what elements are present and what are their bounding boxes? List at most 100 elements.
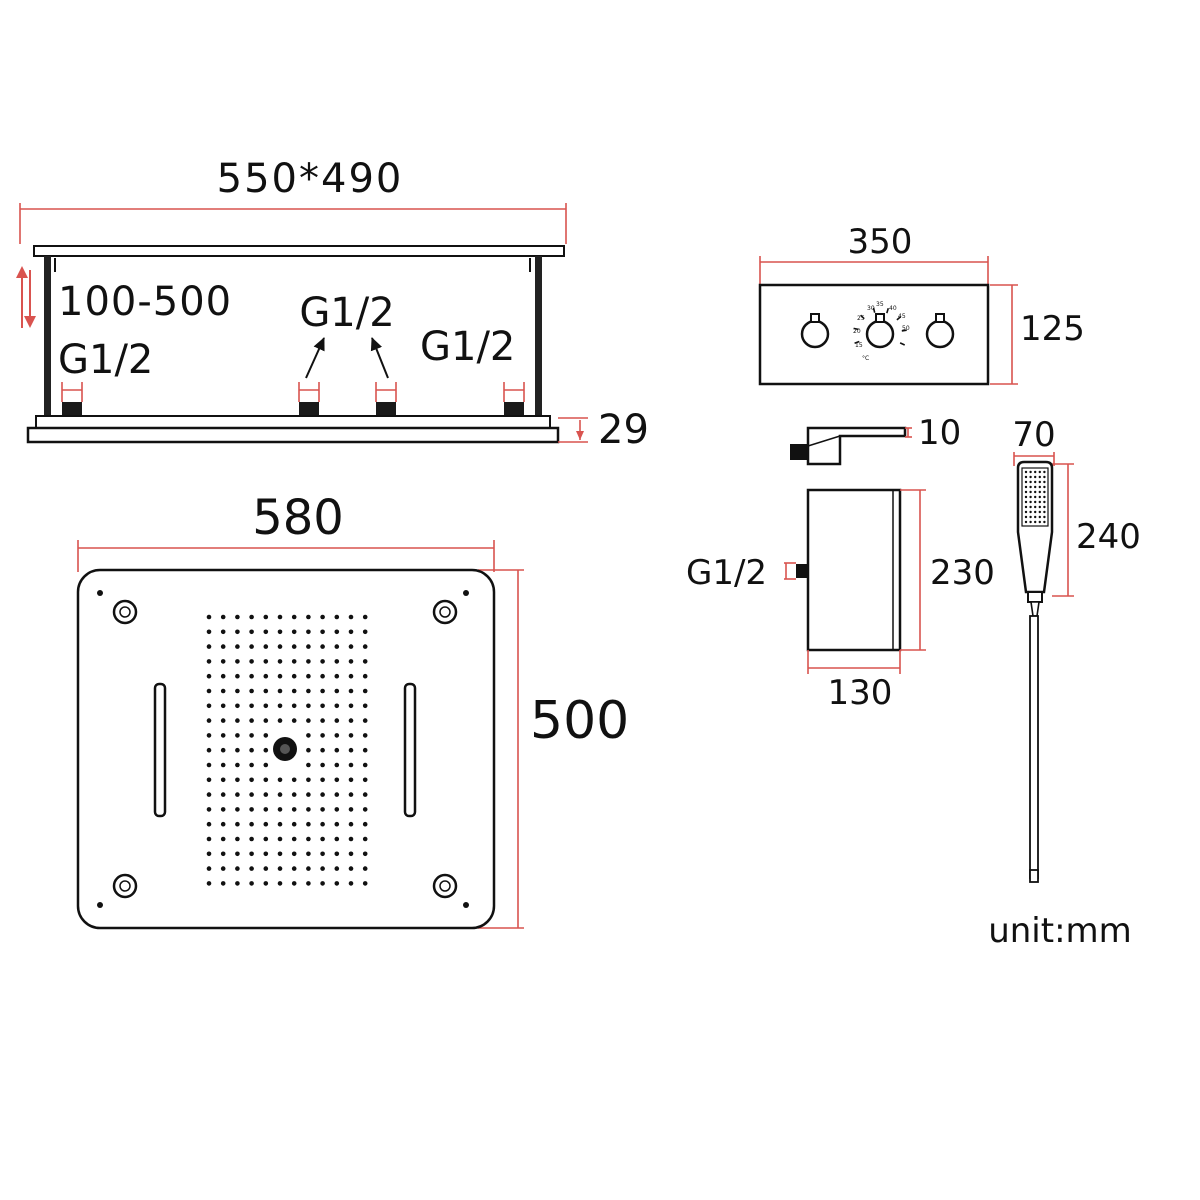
spray-hole <box>348 659 354 664</box>
pointer-arrow-icon <box>305 337 325 379</box>
spray-hole <box>291 866 297 871</box>
spray-hole <box>362 688 368 694</box>
spray-hole <box>1024 510 1028 514</box>
spray-hole <box>277 703 283 709</box>
rain-spray-holes <box>206 614 368 886</box>
spray-hole <box>1038 475 1042 479</box>
valve-inlet-connector <box>796 564 808 578</box>
plate-height-dimension <box>990 284 1018 385</box>
valve-inlet-dimension <box>784 562 796 580</box>
spray-hole <box>320 659 325 664</box>
spray-hole <box>306 851 311 857</box>
hand-shower-spray-holes <box>1024 470 1046 524</box>
spray-hole <box>362 659 368 664</box>
spray-hole <box>362 836 368 842</box>
diverter-knob-right-icon <box>925 313 955 349</box>
spray-hole <box>362 821 368 827</box>
spray-hole <box>263 881 269 886</box>
spray-hole <box>306 718 311 723</box>
spray-hole <box>306 659 311 664</box>
spray-hole <box>334 644 340 649</box>
shower-head-side-body <box>35 415 551 429</box>
spray-hole <box>362 733 368 738</box>
valve-width-label: 130 <box>828 673 893 713</box>
spray-hole <box>206 733 212 738</box>
spray-hole <box>306 644 311 649</box>
spray-hole <box>1043 500 1046 504</box>
spray-hole <box>1029 475 1032 479</box>
inlet-right-label: G1/2 <box>420 324 515 370</box>
spray-hole <box>206 777 212 783</box>
spray-hole <box>263 688 269 694</box>
spray-hole <box>291 614 297 620</box>
height-range-label: 100-500 <box>58 279 232 325</box>
spray-hole <box>263 718 269 723</box>
hand-shower-width-label: 70 <box>1012 415 1055 455</box>
spray-hole <box>220 851 226 857</box>
spray-hole <box>362 792 368 797</box>
spray-hole <box>334 747 340 753</box>
spray-hole <box>1034 480 1037 484</box>
spray-hole <box>334 718 340 723</box>
spray-hole <box>1029 520 1032 524</box>
spray-hole <box>220 792 226 797</box>
spray-hole <box>235 644 240 649</box>
spray-hole <box>235 659 240 664</box>
spray-hole <box>263 807 269 812</box>
spray-hole <box>235 747 240 753</box>
spray-hole <box>263 866 269 871</box>
spray-hole <box>291 777 297 783</box>
spray-hole <box>277 614 283 620</box>
thermostat-plate-view: 350 125 15 20 25 <box>758 222 1085 386</box>
spray-hole <box>220 644 226 649</box>
spray-hole <box>235 792 240 797</box>
scale-tick <box>853 327 859 331</box>
spray-hole <box>291 659 297 664</box>
spray-hole <box>220 629 226 635</box>
panel-screw-holes <box>97 590 469 908</box>
spray-hole <box>1034 490 1037 494</box>
spray-hole <box>220 762 226 768</box>
spray-hole <box>334 659 340 664</box>
spray-hole <box>1024 505 1028 509</box>
spray-hole <box>1034 520 1037 524</box>
pointer-arrow-icon <box>370 337 389 379</box>
spray-hole <box>362 703 368 709</box>
scale-tick <box>872 307 876 313</box>
spray-hole <box>220 807 226 812</box>
spray-hole <box>1043 515 1046 519</box>
spray-hole <box>320 792 325 797</box>
panel-width-dimension <box>77 540 495 572</box>
spray-hole <box>220 836 226 842</box>
diverter-knob-left-icon <box>800 313 830 349</box>
spray-hole <box>263 762 269 768</box>
frame-width-label: 550*490 <box>217 156 404 202</box>
spray-hole <box>206 747 212 753</box>
spray-hole <box>320 821 325 827</box>
spray-hole <box>334 688 340 694</box>
spray-hole <box>348 777 354 783</box>
spray-hole <box>206 629 212 635</box>
spray-hole <box>277 881 283 886</box>
spray-hole <box>1034 505 1037 509</box>
spray-hole <box>320 733 325 738</box>
spray-hole <box>263 644 269 649</box>
spray-hole <box>220 673 226 679</box>
spray-hole <box>263 777 269 783</box>
elbow-thickness-label: 10 <box>918 413 961 453</box>
plate-height-label: 125 <box>1020 309 1085 349</box>
spray-hole <box>235 703 240 709</box>
spray-hole <box>235 851 240 857</box>
spray-hole <box>263 673 269 679</box>
valve-body-view: G1/2 230 130 <box>686 488 995 713</box>
spray-hole <box>306 673 311 679</box>
scale-label: 40 <box>889 305 897 312</box>
spray-hole <box>220 703 226 709</box>
spray-hole <box>1043 490 1046 494</box>
scale-label: 50 <box>902 325 910 332</box>
spray-hole <box>291 688 297 694</box>
spray-hole <box>220 733 226 738</box>
waterfall-slot-right <box>403 682 417 818</box>
scale-label: 45 <box>898 313 906 320</box>
spray-hole <box>334 673 340 679</box>
